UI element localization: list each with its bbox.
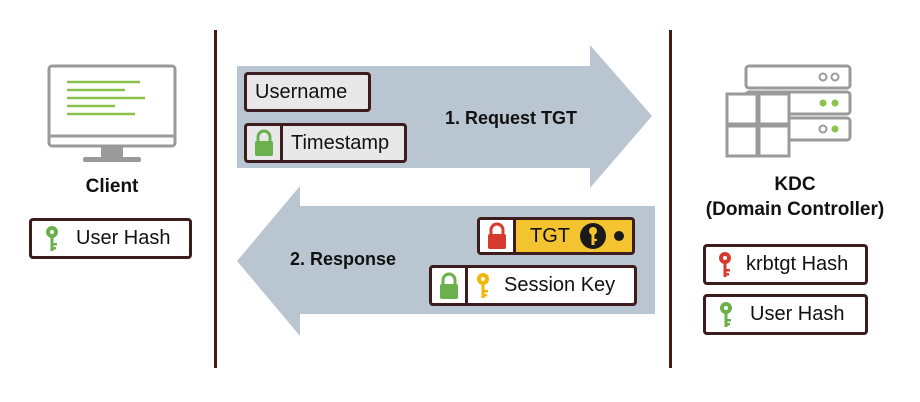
left-divider [214, 30, 217, 368]
session-key-label: Session Key [504, 274, 616, 296]
tgt-label: TGT [530, 224, 570, 247]
red-lock-icon [480, 220, 516, 252]
red-key-icon [706, 247, 744, 282]
green-lock-icon-session [432, 268, 468, 303]
session-key-box: Session Key [429, 265, 637, 306]
krbtgt-hash-box: krbtgt Hash [703, 244, 868, 285]
gold-key-icon [468, 268, 498, 303]
response-label: 2. Response [290, 249, 397, 269]
tgt-end-cap [614, 231, 624, 241]
green-lock-icon [247, 126, 283, 160]
right-divider [669, 30, 672, 368]
client-user-hash-label: User Hash [76, 227, 171, 249]
kdc-subtitle: (Domain Controller) [705, 199, 885, 220]
client-label: Client [85, 176, 139, 197]
timestamp-box: Timestamp [244, 123, 407, 163]
server-icon [725, 64, 852, 158]
request-tgt-label: 1. Request TGT [445, 108, 578, 128]
kdc-title: KDC [774, 174, 816, 195]
kdc-user-hash-box: User Hash [703, 294, 868, 335]
green-key-icon [32, 221, 72, 256]
kdc-user-hash-label: User Hash [750, 303, 845, 325]
green-key-icon-kdc [706, 297, 746, 332]
client-user-hash-box: User Hash [29, 218, 192, 259]
timestamp-label: Timestamp [291, 131, 390, 154]
username-box: Username [244, 72, 371, 112]
username-label: Username [255, 80, 348, 103]
krbtgt-hash-label: krbtgt Hash [746, 253, 849, 275]
monitor-icon [47, 64, 177, 162]
gold-coin-key-icon [576, 220, 610, 252]
tgt-box: TGT [477, 217, 635, 255]
